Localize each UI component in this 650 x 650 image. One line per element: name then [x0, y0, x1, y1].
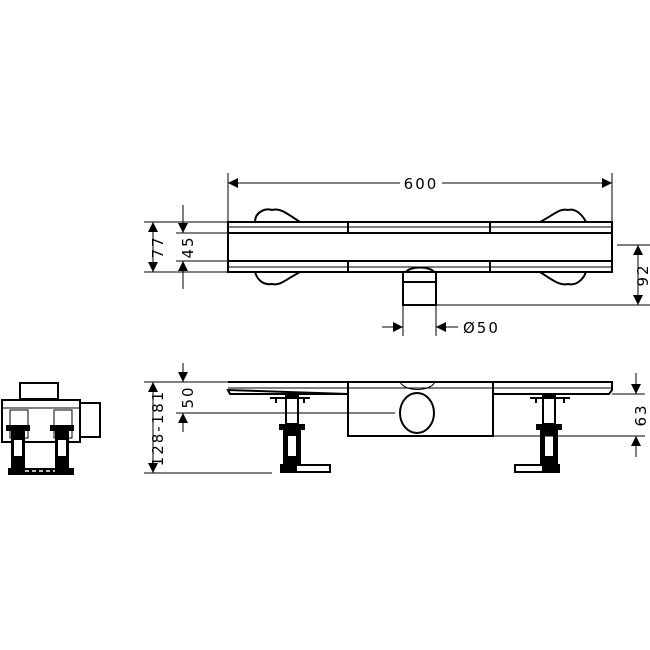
- channel-outline: [227, 221, 613, 273]
- length-dimension: 600: [404, 175, 439, 193]
- height-range-dimension: 128-181: [149, 390, 167, 467]
- outlet-pipe: [402, 266, 437, 306]
- side-view: 128-181 50 63: [144, 363, 650, 474]
- channel-side-profile: [226, 381, 613, 395]
- body-depth-dimension: 63: [632, 403, 650, 426]
- leveling-foot-right: [514, 395, 570, 473]
- channel-width-dimension: 45: [179, 235, 197, 258]
- drain-body: [347, 382, 494, 437]
- top-mount-bracket-left: [254, 208, 301, 286]
- leveling-foot-left: [270, 395, 331, 473]
- end-view: [1, 382, 101, 475]
- top-mount-bracket-right: [539, 208, 587, 286]
- outlet-depth-dimension: 92: [634, 263, 650, 286]
- outlet-center-dimension: 50: [179, 385, 197, 408]
- outlet-circle: [399, 392, 435, 434]
- top-view: 600 77 45 92 Ø50: [144, 173, 650, 337]
- outlet-diameter-dimension: Ø50: [463, 319, 500, 337]
- total-width-dimension: 77: [149, 235, 167, 258]
